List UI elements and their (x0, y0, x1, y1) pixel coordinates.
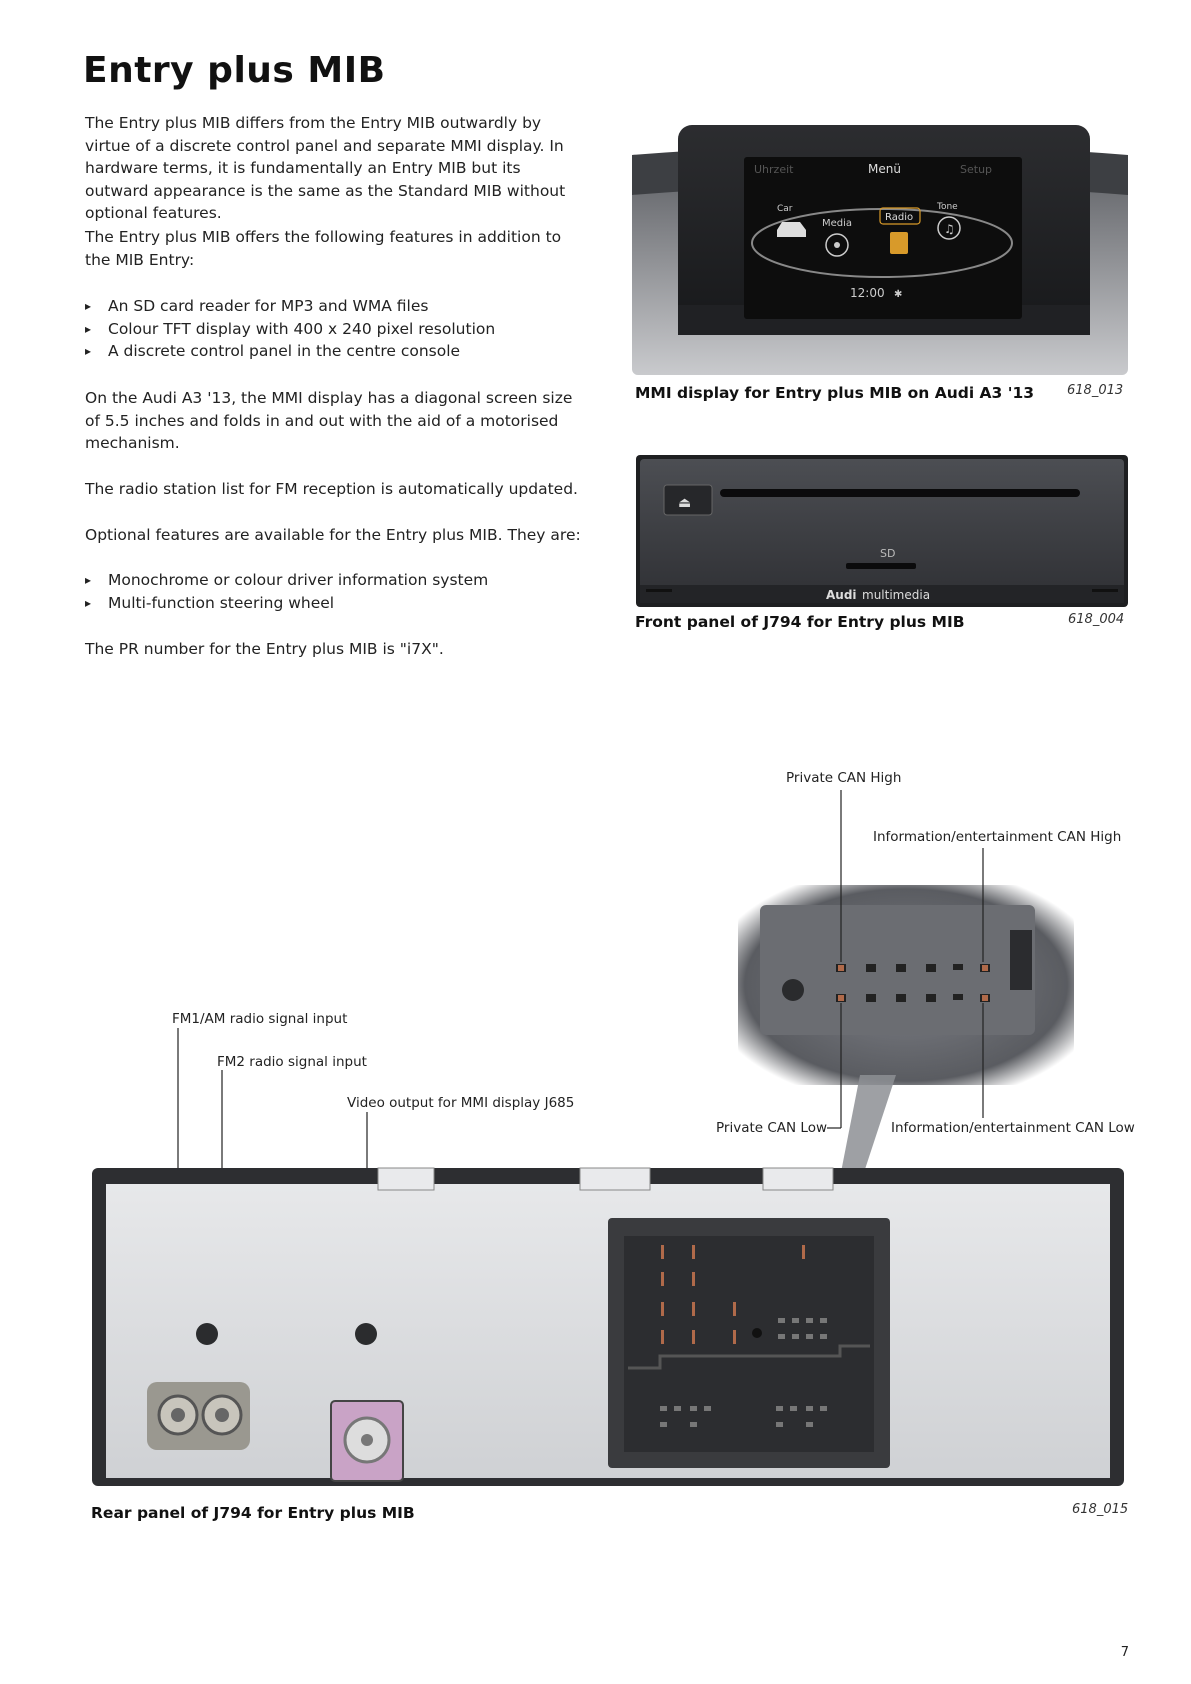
brand-suffix-label: multimedia (862, 588, 930, 602)
optional-list: Monochrome or colour driver information … (85, 569, 585, 614)
rear-caption: Rear panel of J794 for Entry plus MIB (91, 1504, 415, 1522)
svg-text:♫: ♫ (944, 222, 955, 236)
fm-paragraph: The radio station list for FM reception … (85, 478, 585, 501)
paragraph-1: The Entry plus MIB differs from the Entr… (85, 114, 566, 222)
list-item: An SD card reader for MP3 and WMA files (85, 295, 585, 318)
label-fm2: FM2 radio signal input (217, 1054, 367, 1070)
features-intro: The Entry plus MIB offers the following … (85, 226, 585, 271)
label-private-can-low: Private CAN Low (716, 1120, 827, 1136)
bluetooth-icon: ✱ (894, 289, 902, 300)
sd-label: SD (880, 547, 895, 560)
radio-icon (890, 232, 908, 254)
mmi-figure-number: 618_013 (1067, 383, 1124, 398)
intro-paragraph: The Entry plus MIB differs from the Entr… (85, 112, 585, 225)
screen-item-tone: Tone (936, 202, 958, 212)
connector-zoom-inset (738, 885, 1074, 1085)
screen-item-radio: Radio (885, 212, 913, 223)
label-info-can-low: Information/entertainment CAN Low (891, 1120, 1135, 1136)
page-title: Entry plus MIB (83, 50, 386, 91)
screen-clock: 12:00 (850, 286, 885, 300)
list-item: Monochrome or colour driver information … (85, 569, 585, 592)
paragraph-5: Optional features are available for the … (85, 526, 581, 544)
paragraph-4: The radio station list for FM reception … (85, 480, 578, 498)
label-private-can-high: Private CAN High (786, 770, 902, 786)
screen-item-media: Media (822, 218, 852, 229)
mmi-caption: MMI display for Entry plus MIB on Audi A… (635, 384, 1035, 402)
display-paragraph: On the Audi A3 '13, the MMI display has … (85, 387, 585, 455)
features-list: An SD card reader for MP3 and WMA files … (85, 295, 585, 363)
car-icon (777, 222, 806, 237)
rear-panel-body (92, 1167, 1124, 1486)
mmi-display-image: Uhrzeit Menü Setup Car Media Radio Tone … (632, 125, 1128, 375)
screen-left-label: Uhrzeit (754, 163, 794, 176)
rear-figure-number: 618_015 (1072, 1502, 1129, 1517)
brand-label: Audi (826, 588, 857, 602)
list-item: Colour TFT display with 400 x 240 pixel … (85, 318, 585, 341)
pr-paragraph: The PR number for the Entry plus MIB is … (85, 638, 585, 661)
label-fm1: FM1/AM radio signal input (172, 1011, 348, 1027)
cd-icon (825, 233, 849, 257)
eject-icon: ⏏ (678, 495, 691, 511)
tone-icon: ♫ (937, 216, 961, 240)
list-item: Multi-function steering wheel (85, 592, 585, 615)
front-caption: Front panel of J794 for Entry plus MIB (635, 613, 965, 631)
sd-slot (846, 563, 916, 569)
label-video: Video output for MMI display J685 (347, 1095, 575, 1111)
page-number: 7 (1120, 1645, 1129, 1660)
optional-paragraph: Optional features are available for the … (85, 524, 585, 547)
screen-item-car: Car (777, 204, 793, 214)
list-item: A discrete control panel in the centre c… (85, 340, 585, 363)
paragraph-2: The Entry plus MIB offers the following … (85, 228, 562, 269)
paragraph-3: On the Audi A3 '13, the MMI display has … (85, 389, 573, 452)
paragraph-6: The PR number for the Entry plus MIB is … (85, 640, 444, 658)
screen-menu-label: Menü (868, 162, 901, 176)
front-figure-number: 618_004 (1068, 612, 1125, 627)
screen-right-label: Setup (960, 163, 992, 176)
label-info-can-high: Information/entertainment CAN High (873, 829, 1122, 845)
front-panel-image: ⏏ SD Audi multimedia (636, 455, 1128, 607)
